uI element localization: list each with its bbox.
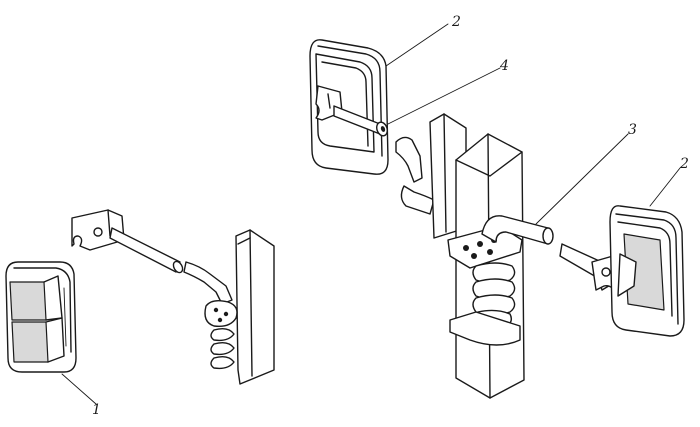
callout-label-2-top: 2 xyxy=(451,14,461,30)
leader-lines xyxy=(61,23,681,405)
left-mounting-bracket xyxy=(71,209,275,385)
callout-label-3: 3 xyxy=(628,122,637,138)
callout-label-4: 4 xyxy=(499,58,509,74)
callout-label-2-right: 2 xyxy=(679,156,689,172)
lamp-housing-part-2-top xyxy=(309,39,389,175)
callout-label-1: 1 xyxy=(92,402,101,418)
lamp-housing-part-1 xyxy=(5,261,77,373)
lamp-housing-part-2-right xyxy=(559,205,685,337)
main-column-spring-assembly xyxy=(447,133,554,399)
